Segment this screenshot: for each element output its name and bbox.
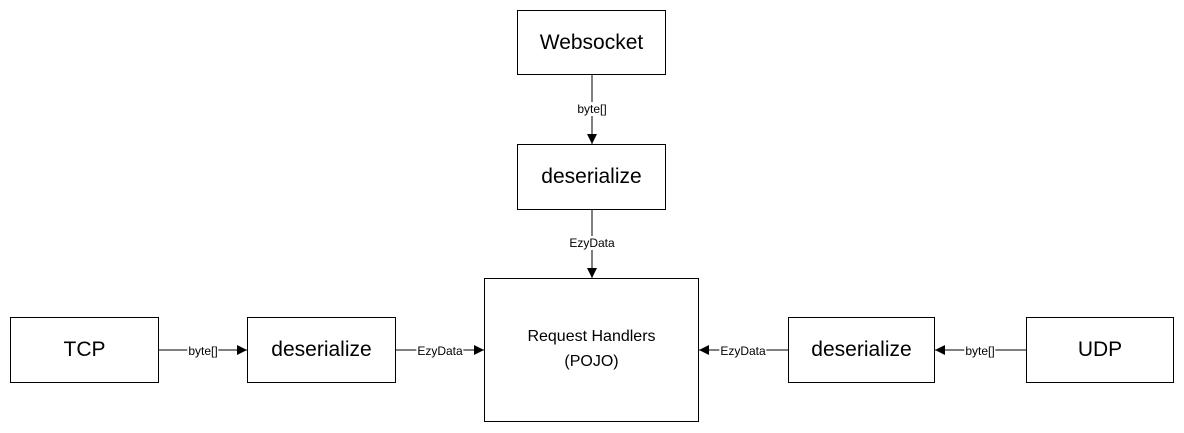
edge-label-top-ezydata: EzyData [568, 236, 616, 250]
websocket-label: Websocket [539, 30, 644, 54]
deserialize-top-node: deserialize [517, 144, 666, 210]
edge-label-udp-bytes: byte[] [964, 344, 996, 358]
deserialize-right-node: deserialize [788, 317, 935, 383]
request-handlers-node: Request Handlers (POJO) [484, 278, 699, 422]
deserialize-left-node: deserialize [247, 317, 396, 383]
request-handlers-label: Request Handlers (POJO) [527, 328, 656, 370]
udp-node: UDP [1026, 317, 1174, 383]
deserialize-right-label: deserialize [811, 338, 912, 362]
tcp-node: TCP [10, 317, 159, 383]
websocket-node: Websocket [517, 10, 666, 75]
edge-label-websocket-bytes: byte[] [576, 102, 608, 116]
udp-label: UDP [1077, 338, 1123, 362]
tcp-label: TCP [63, 338, 106, 362]
edge-label-left-ezydata: EzyData [416, 344, 464, 358]
edge-label-tcp-bytes: byte[] [187, 344, 219, 358]
deserialize-top-label: deserialize [541, 165, 642, 189]
edge-label-right-ezydata: EzyData [719, 344, 767, 358]
deserialize-left-label: deserialize [271, 338, 372, 362]
